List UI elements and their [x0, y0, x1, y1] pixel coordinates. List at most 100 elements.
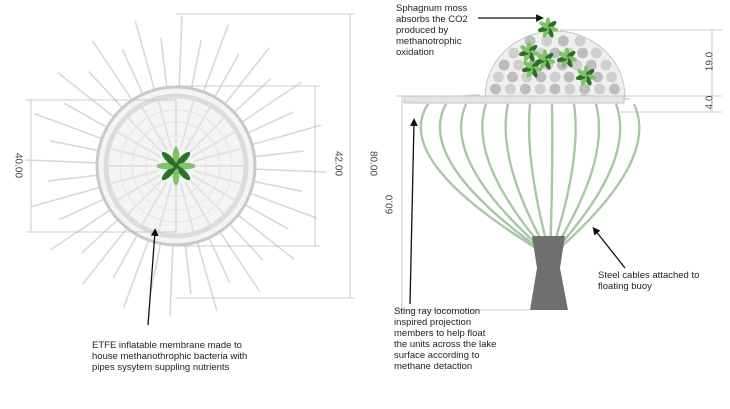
plan-pipe-ring	[145, 135, 207, 197]
moss-sprig	[536, 53, 546, 61]
moss-sprig	[523, 51, 531, 62]
dome-cell	[592, 71, 603, 83]
dome-cell	[609, 83, 620, 95]
dome-cell	[600, 59, 612, 71]
elevation-dimension-lines	[396, 29, 722, 311]
moss-sprig	[539, 21, 549, 29]
plan-pipe	[191, 174, 236, 201]
dome-cell	[577, 47, 588, 59]
steel-cables	[419, 103, 641, 250]
dome-cell	[571, 59, 583, 71]
dome-cell	[549, 83, 561, 95]
dome-cell	[563, 71, 575, 83]
plan-pipe	[157, 100, 173, 149]
moss-sprig	[542, 27, 550, 38]
moss-leaf	[175, 165, 191, 181]
dome-cell	[507, 71, 518, 83]
moss-sprig	[523, 61, 533, 69]
dome-cell	[534, 83, 546, 95]
dome-cell	[519, 83, 531, 95]
moss-rosette-icon	[156, 146, 196, 186]
plan-inner-dimension: 40.00	[12, 152, 24, 179]
plan-pipe	[116, 174, 161, 201]
moss-sprig	[520, 45, 530, 53]
dome-cell	[493, 71, 504, 83]
dome-cell	[590, 47, 602, 59]
steel-cable	[549, 103, 554, 249]
steel-cable	[504, 103, 547, 249]
total-height-dimension: 60.0	[384, 194, 396, 215]
floating-buoy	[530, 236, 568, 310]
plan-pipe	[127, 117, 164, 154]
plan-pipe	[127, 178, 164, 215]
steel-cable	[459, 103, 542, 249]
plan-pipe	[193, 169, 242, 185]
dome-height-dimension: 19.0	[704, 51, 716, 72]
dome-cell	[541, 35, 553, 47]
stingray-arrow	[409, 118, 418, 305]
steel-cable	[554, 103, 601, 249]
dome-cell	[585, 59, 597, 71]
moss-leaf	[161, 165, 177, 181]
plan-pipe	[116, 131, 161, 158]
plan-pipe	[110, 169, 159, 185]
dome-cell	[564, 83, 576, 95]
stingray-note: Sting ray locomotion inspired projection…	[394, 306, 497, 372]
plan-pipe	[179, 183, 195, 232]
plan-pipe	[184, 106, 211, 151]
moss-sprig	[561, 57, 569, 68]
dome-cell	[594, 83, 605, 95]
moss-leaf	[175, 151, 191, 167]
deck	[403, 95, 625, 104]
plan-dimension-lines	[26, 13, 355, 299]
deck-height-dimension: 4.0	[704, 95, 716, 110]
plan-pipe	[141, 106, 168, 151]
dome-cell	[535, 71, 547, 83]
moss-sprig	[539, 59, 547, 70]
plan-pipe	[184, 181, 211, 226]
elevation-view	[403, 17, 641, 310]
steel-cable	[481, 103, 545, 249]
plan-pipe-ring	[119, 109, 233, 223]
etfe-note: ETFE inflatable membrane made to house m…	[92, 340, 248, 373]
dome-cell	[574, 35, 586, 47]
plan-pipe	[188, 117, 225, 154]
steel-cable	[556, 103, 622, 249]
cables-arrow	[592, 226, 626, 269]
plan-middle-dimension: 42.00	[332, 150, 344, 177]
steel-cable	[419, 103, 537, 250]
dome-cell	[508, 47, 520, 59]
dome-cell	[490, 83, 501, 95]
plan-pipe	[110, 147, 159, 163]
plan-inner-ring	[103, 93, 249, 239]
steel-cable	[559, 103, 641, 249]
dome-cell	[505, 83, 516, 95]
sphagnum-note: Sphagnum moss absorbs the CO2 produced b…	[396, 3, 468, 58]
moss-sprig	[577, 69, 587, 77]
etfe-arrow	[147, 228, 159, 326]
plan-pipe	[193, 147, 242, 163]
plan-pipe	[188, 178, 225, 215]
steel-cable	[527, 103, 550, 249]
moss-sprig	[558, 51, 568, 59]
dome-cell	[513, 59, 525, 71]
plan-pipe	[141, 181, 168, 226]
dome-etfe-cells	[490, 35, 620, 95]
plan-outer-dimension: 80.00	[367, 150, 379, 177]
dome-cell	[557, 35, 569, 47]
moss-leaf	[161, 151, 177, 167]
plan-pipe	[191, 131, 236, 158]
dome-cell	[606, 71, 617, 83]
dome-cell	[579, 83, 591, 95]
plan-view	[25, 15, 327, 317]
dome-cell	[549, 71, 561, 83]
moss-sprig	[526, 67, 534, 78]
plan-pipe	[179, 100, 195, 149]
dome-cell	[498, 59, 510, 71]
moss-cluster-icon	[518, 17, 597, 86]
cables-note: Steel cables attached to floating buoy	[598, 270, 700, 292]
steel-cable	[551, 103, 577, 249]
moss-center	[173, 163, 179, 169]
plan-pipe-system	[108, 98, 244, 234]
plan-pipe	[157, 183, 173, 232]
